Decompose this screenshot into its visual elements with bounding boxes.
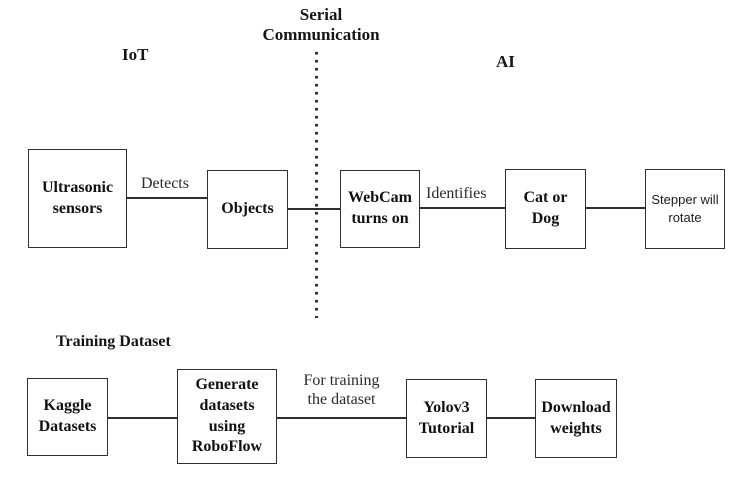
training-dataset-section-label: Training Dataset [56,333,171,350]
node-kaggle-datasets: Kaggle Datasets [27,378,108,456]
edge-label-for-training-the-dataset: For training the dataset [303,372,380,409]
iot-section-label: IoT [122,45,149,64]
connector-ultrasonic-to-objects [127,197,207,199]
serial-communication-divider-dotted-line [315,52,318,318]
connector-objects-to-webcam [288,208,340,210]
connector-webcam-to-catdog [420,207,505,209]
node-cat-or-dog: Cat or Dog [505,169,586,249]
node-stepper-will-rotate: Stepper will rotate [645,169,725,249]
connector-yolo-to-weights [487,417,535,419]
node-ultrasonic-sensors: Ultrasonic sensors [28,149,127,248]
node-webcam-turns-on: WebCam turns on [340,170,420,248]
node-generate-datasets-roboflow: Generate datasets using RoboFlow [177,369,277,464]
node-objects: Objects [207,170,288,249]
serial-communication-title: Serial Communication [262,5,380,45]
connector-roboflow-to-yolo [277,417,406,419]
edge-label-detects: Detects [141,175,189,192]
ai-section-label: AI [496,52,515,71]
connector-kaggle-to-roboflow [108,417,177,419]
node-yolov3-tutorial: Yolov3 Tutorial [406,379,487,458]
node-download-weights: Download weights [535,379,617,458]
edge-label-identifies: Identifies [426,185,487,202]
connector-catdog-to-stepper [586,207,645,209]
